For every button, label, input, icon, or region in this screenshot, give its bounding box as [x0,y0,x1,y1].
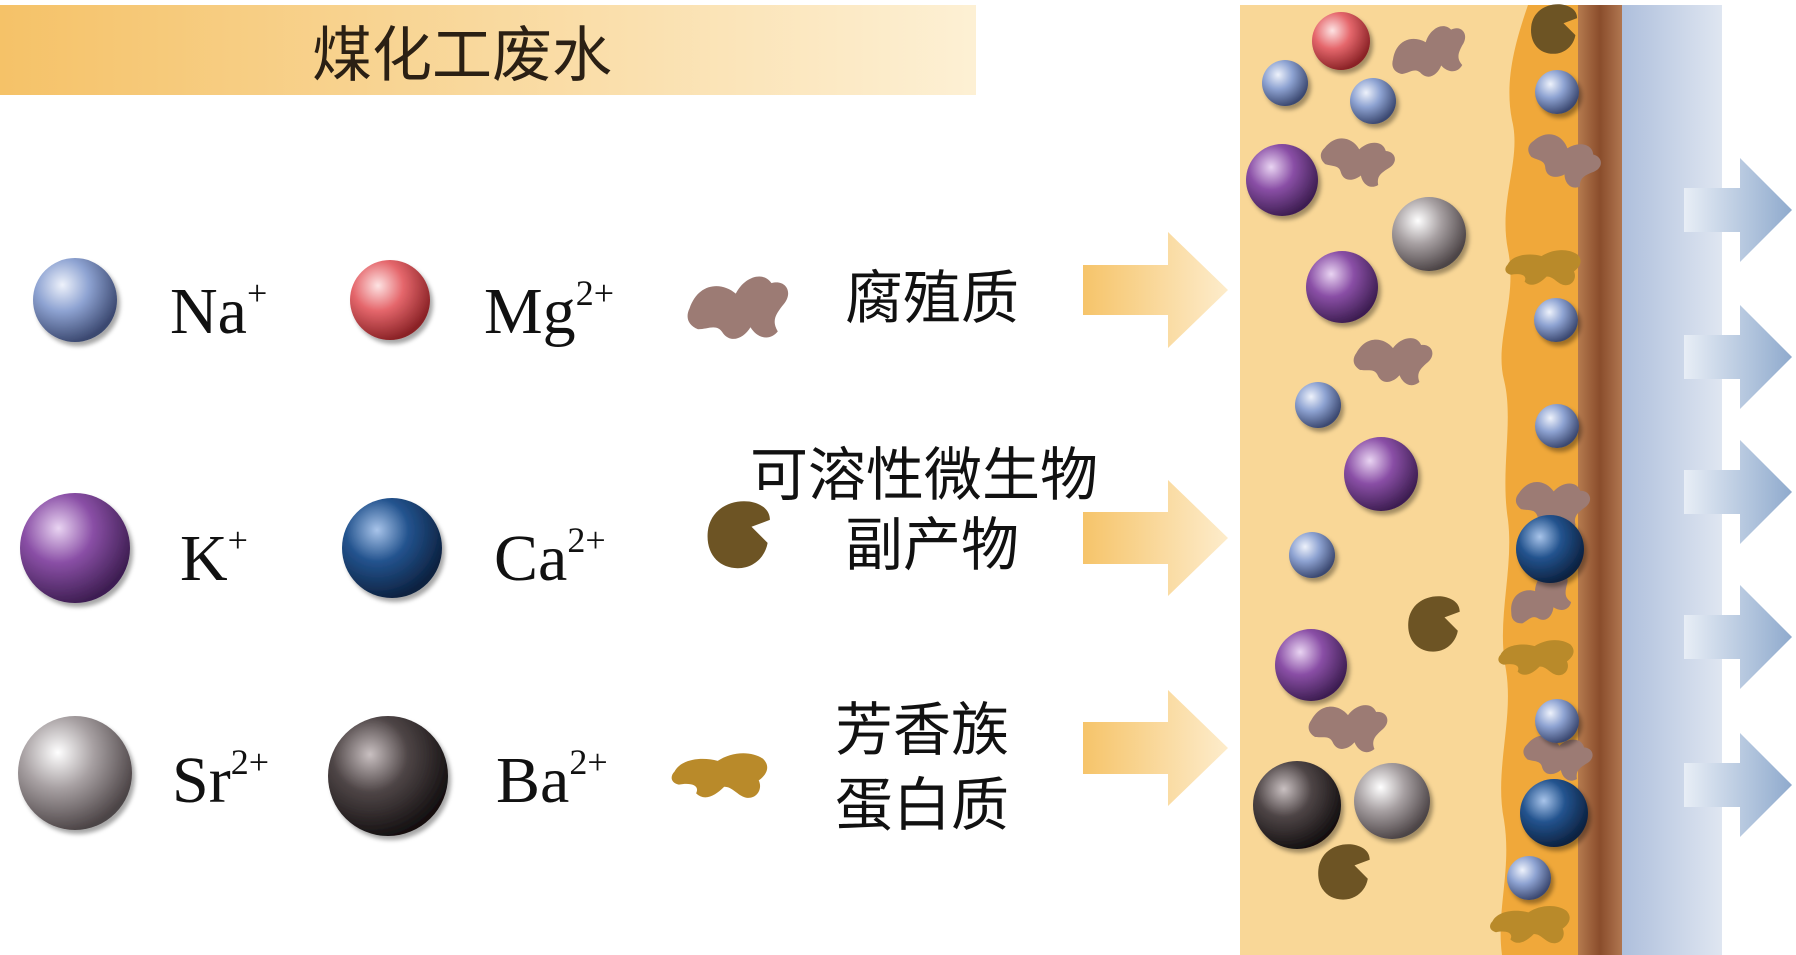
legend-ion-ca: Ca2+ [342,498,606,598]
permeate-arrows [1684,158,1792,837]
na-ion-icon [1295,382,1341,428]
svg-text:Ba2+: Ba2+ [496,742,608,817]
mg-ion-icon [350,260,430,340]
ion-charge: 2+ [567,520,605,560]
ion-symbol: Sr [172,744,231,817]
title-text: 煤化工废水 [312,21,612,91]
legend-ions: Na+ Mg2+ K+ Ca2+ Sr2+ [18,258,614,836]
foulant-label-protein-line2: 蛋白质 [835,771,1009,839]
permeate-arrow [1684,733,1792,837]
feed-arrow [1083,480,1228,596]
legend-foulants: 腐殖质 可溶性微生物 副产物 芳香族 蛋白质 [671,264,1098,839]
ion-symbol: K [180,522,228,595]
feed-arrow [1083,690,1228,806]
k-ion-icon [1275,629,1347,701]
legend-ion-sr: Sr2+ [18,716,269,830]
sr-ion-icon [1354,763,1430,839]
na-ion-icon [1289,532,1335,578]
ion-charge: 2+ [569,742,607,782]
k-ion-icon [1306,251,1378,323]
title-band [0,5,976,95]
legend-ion-na: Na+ [33,258,267,348]
svg-text:K+: K+ [180,520,248,595]
na-ion-icon [33,258,117,342]
foulant-label-protein-line1: 芳香族 [835,696,1009,764]
permeate-arrow [1684,440,1792,544]
ion-charge: 2+ [231,742,269,782]
permeate-arrow [1684,158,1792,262]
ion-symbol: Na [170,275,247,348]
legend-ion-mg: Mg2+ [350,260,614,348]
na-ion-icon [1262,60,1308,106]
ion-symbol: Ba [496,744,569,817]
permeate-arrow [1684,305,1792,409]
feed-arrow [1083,232,1228,348]
foulant-label-humic: 腐殖质 [845,264,1019,332]
ion-symbol: Mg [484,275,576,348]
permeate-arrow [1684,585,1792,689]
svg-text:Sr2+: Sr2+ [172,742,269,817]
mg-ion-icon [1312,12,1370,70]
svg-text:Na+: Na+ [170,273,267,348]
legend-ion-ba: Ba2+ [328,716,608,836]
foulant-label-smp-line2: 副产物 [845,511,1019,579]
foulant-label-smp-line1: 可溶性微生物 [750,441,1098,509]
ca-ion-icon [342,498,442,598]
feed-arrows [1083,232,1228,806]
ion-symbol: Ca [494,522,567,595]
aromatic-protein-icon [671,753,768,798]
ba-ion-icon [1253,761,1341,849]
ca-ion-icon [1520,779,1588,847]
membrane-ions [1246,12,1588,900]
legend-ion-k: K+ [20,493,248,603]
na-ion-icon [1350,78,1396,124]
na-ion-icon [1535,70,1579,114]
smp-icon [707,501,770,569]
svg-text:Mg2+: Mg2+ [484,273,614,348]
ba-ion-icon [328,716,448,836]
k-ion-icon [20,493,130,603]
ion-charge: 2+ [576,273,614,313]
na-ion-icon [1534,298,1578,342]
ion-charge: + [247,273,267,313]
humic-substance-icon [687,276,789,339]
na-ion-icon [1535,699,1579,743]
ion-charge: + [228,520,248,560]
ca-ion-icon [1516,515,1584,583]
na-ion-icon [1507,856,1551,900]
na-ion-icon [1535,404,1579,448]
k-ion-icon [1344,437,1418,511]
sr-ion-icon [18,716,132,830]
sr-ion-icon [1392,197,1466,271]
k-ion-icon [1246,144,1318,216]
svg-text:Ca2+: Ca2+ [494,520,606,595]
